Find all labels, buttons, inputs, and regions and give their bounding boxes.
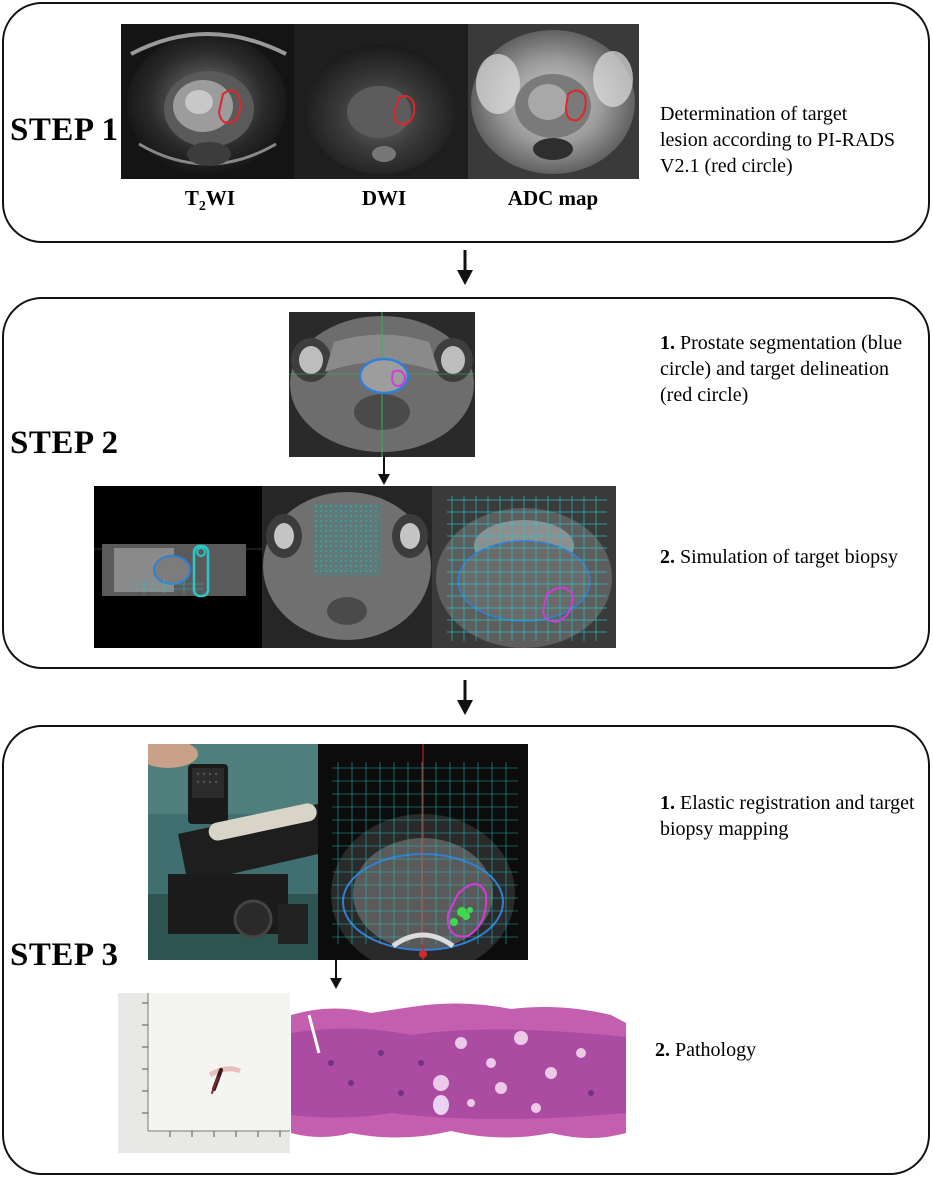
step2-title: STEP 2 bbox=[10, 425, 119, 461]
arrow-down-icon bbox=[378, 456, 390, 485]
dwi-image bbox=[294, 24, 468, 179]
robot-photo bbox=[148, 744, 318, 960]
step2-item1: 1. Prostate segmentation (blue circle) a… bbox=[660, 332, 903, 406]
step3-item2: 2. Pathology bbox=[655, 1039, 757, 1061]
histology-image bbox=[291, 993, 626, 1155]
registration-grid-image bbox=[318, 744, 528, 960]
adc-caption: ADC map bbox=[507, 186, 599, 210]
axial-grid-image bbox=[262, 486, 432, 648]
dwi-caption: DWI bbox=[361, 186, 407, 210]
target-simulation-image bbox=[432, 486, 616, 648]
segmentation-image bbox=[289, 312, 475, 457]
t2wi-caption: T2WI bbox=[184, 186, 236, 215]
adc-map-image bbox=[468, 24, 639, 179]
step3-title: STEP 3 bbox=[10, 937, 119, 973]
step1-title: STEP 1 bbox=[10, 112, 119, 148]
step2-item2: 2. Simulation of target biopsy bbox=[660, 546, 898, 568]
t2wi-image bbox=[121, 24, 294, 179]
arrow-down-icon bbox=[330, 960, 342, 989]
arrow-down-icon bbox=[457, 250, 473, 285]
sagittal-planning-image bbox=[94, 486, 262, 648]
arrow-down-icon bbox=[457, 680, 473, 715]
biopsy-core-photo bbox=[118, 993, 290, 1153]
step1-description: Determination of target lesion according… bbox=[660, 103, 895, 177]
step3-item1: 1. Elastic registration and target biops… bbox=[660, 792, 915, 840]
